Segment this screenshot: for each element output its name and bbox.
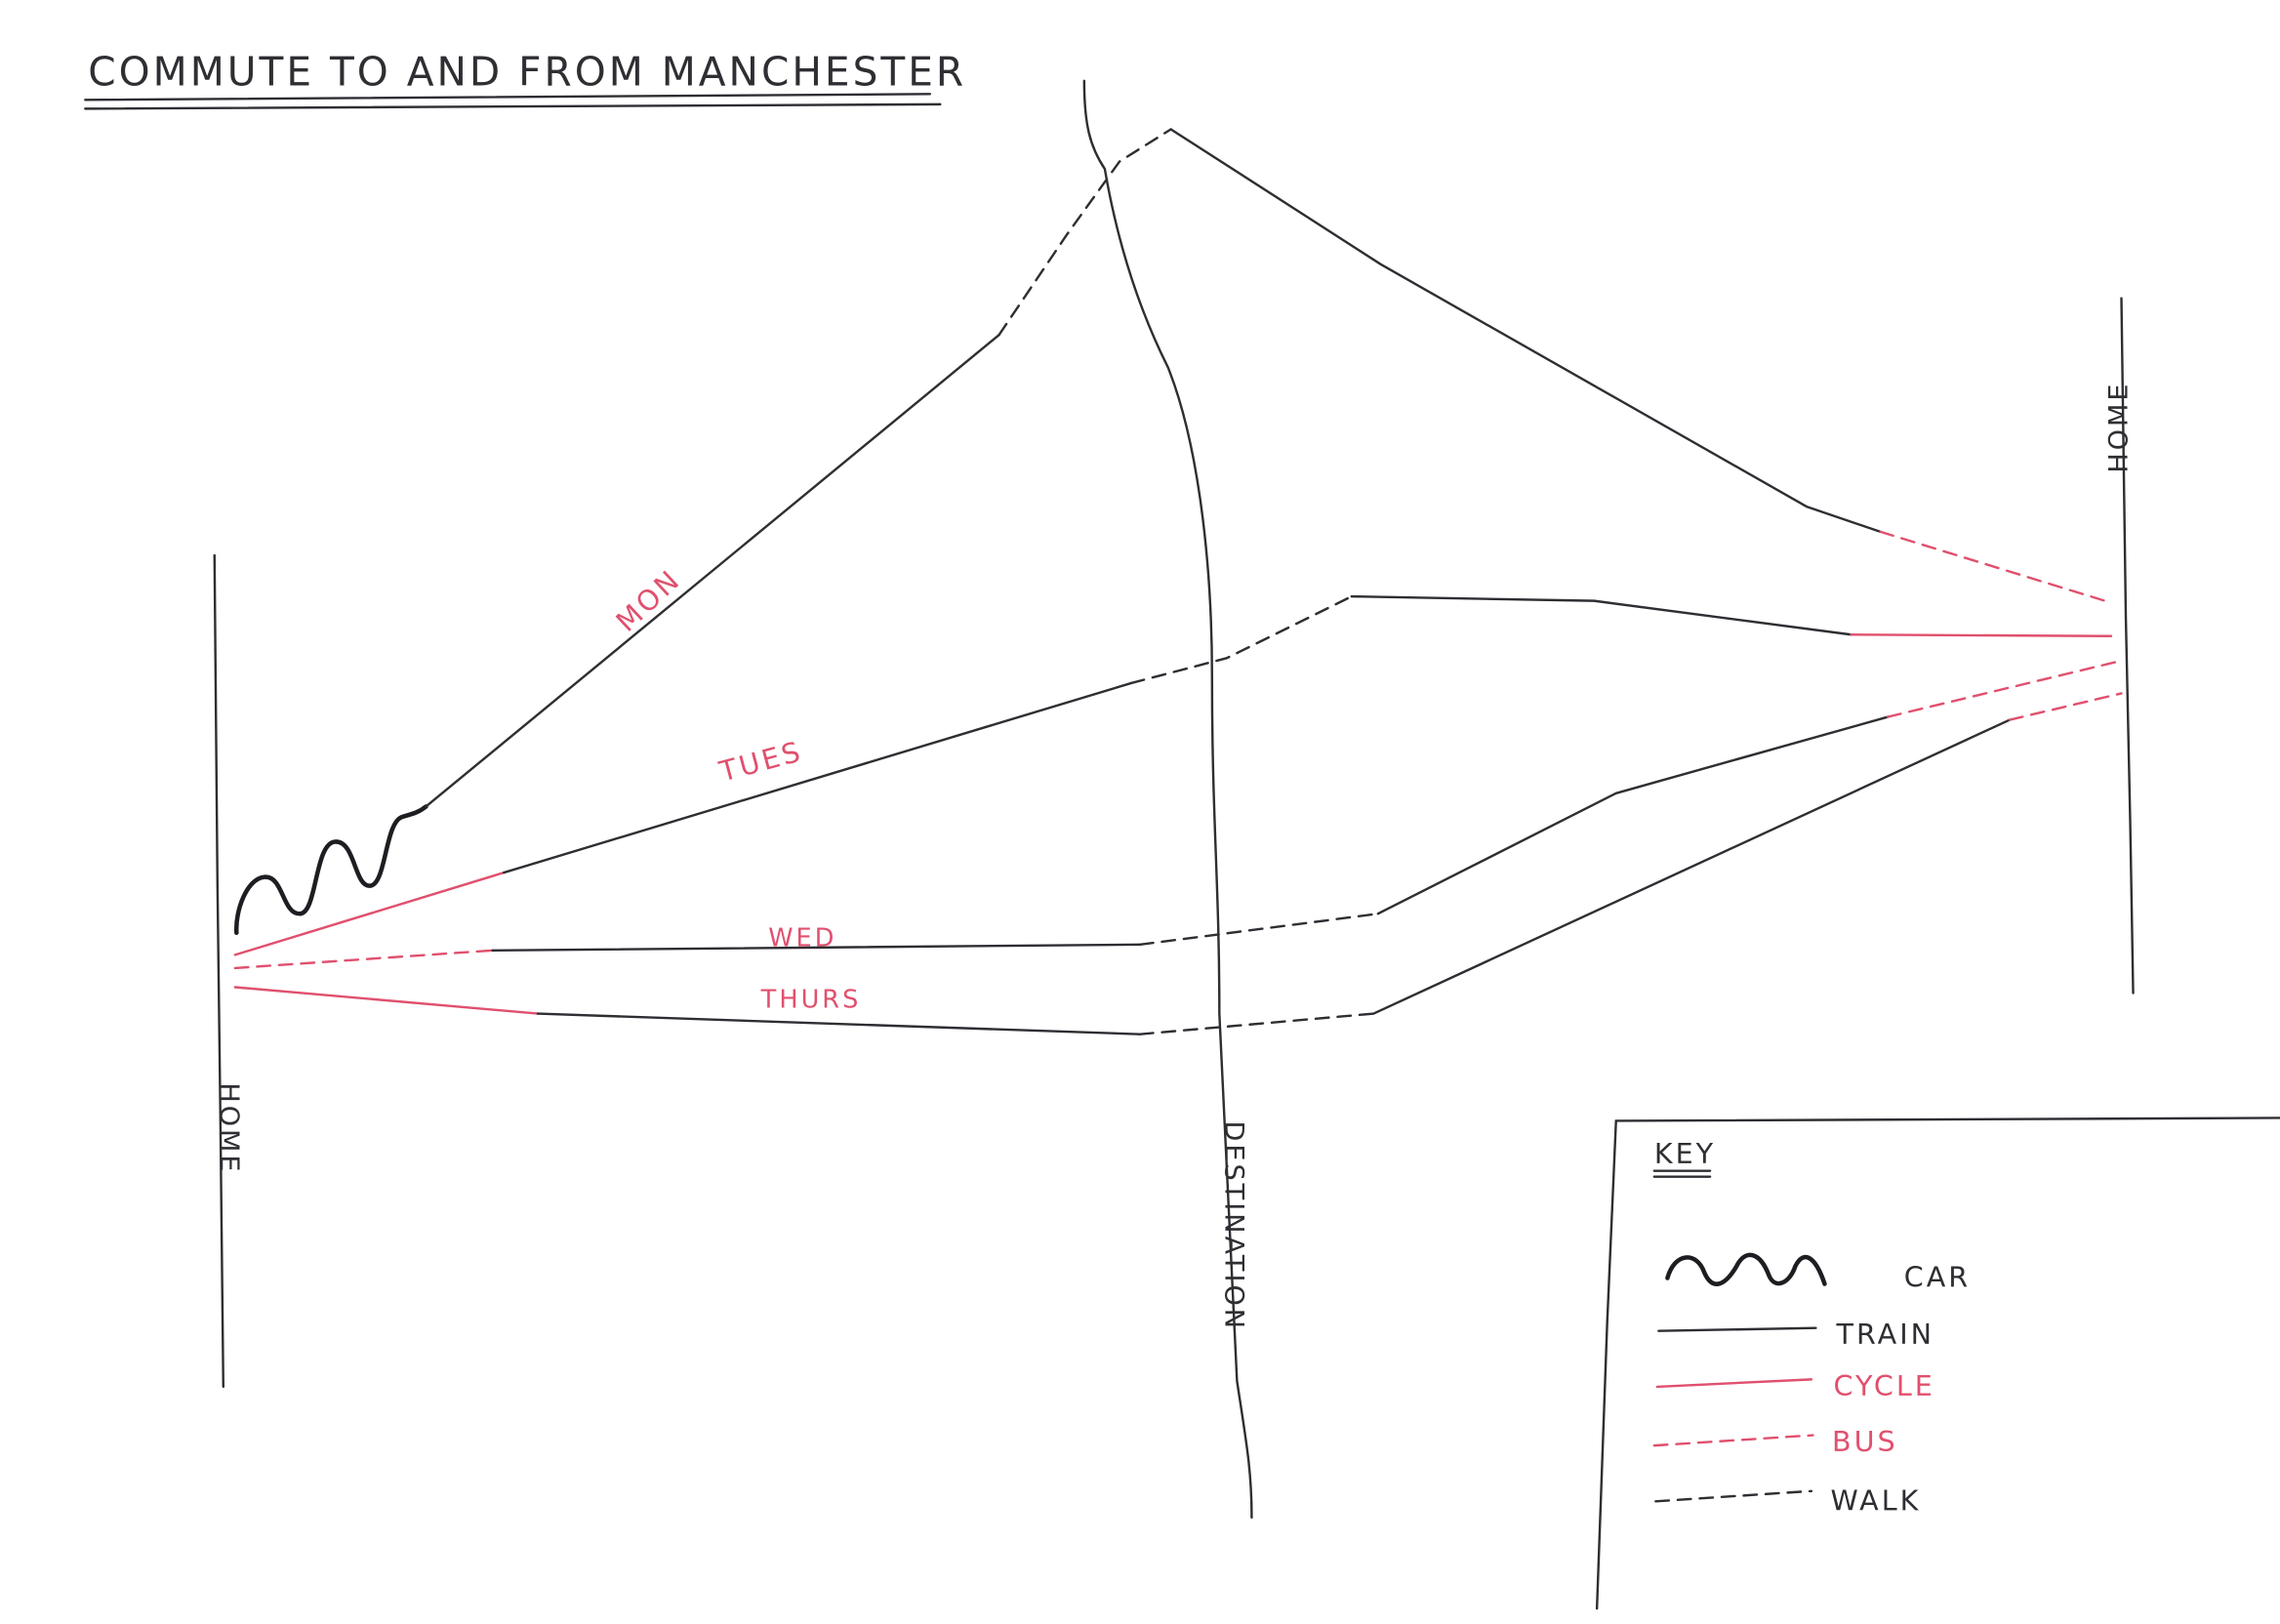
key-heading: KEY [1654,1137,1716,1170]
wed-train-out [491,943,1142,953]
title-underline [84,93,931,102]
thurs-walk [1138,1012,1375,1035]
mon-bus-back [1879,530,2111,604]
thurs-train-out [536,1012,1142,1035]
thurs-bus-back [2008,692,2123,721]
destination-label: DESTINATION [1218,1120,1248,1331]
home-right-label: HOME [2104,381,2135,472]
key-cycle-line [1655,1378,1813,1389]
wed-bus-out [233,949,494,970]
key-border-top [1614,1116,2280,1122]
mon-train-out [425,333,1000,808]
home-left-label: HOME [214,1082,244,1174]
destination-axis [1082,79,1253,1520]
tues-walk [1129,594,1353,685]
wed-bus-back [1886,660,2122,718]
key-legend: KEY CAR TRAIN CYCLE BUS WALK [1595,1116,2280,1610]
mon-walk [998,128,1172,337]
home-left-axis [213,553,224,1389]
wed-walk [1138,913,1380,947]
key-car-icon [1665,1252,1827,1286]
key-train-line [1657,1326,1817,1332]
home-right-axis [2120,297,2135,995]
key-walk-label: WALK [1830,1483,1921,1517]
thurs-train-back [1372,718,2012,1015]
key-border-left [1595,1119,1617,1610]
label-wed: WED [768,923,836,953]
key-bus-label: BUS [1832,1425,1898,1458]
title-underline-2 [84,102,942,110]
tues-cycle-back [1850,633,2113,637]
key-bus-line [1652,1434,1814,1447]
thurs-cycle-out [233,986,540,1015]
title: COMMUTE TO AND FROM MANCHESTER [88,48,966,95]
wed-train-back [1376,715,1890,915]
tues-train-back [1350,594,1852,636]
key-car-label: CAR [1904,1261,1971,1294]
label-tues: TUES [715,734,806,789]
key-walk-line [1654,1489,1813,1503]
key-cycle-label: CYCLE [1833,1369,1934,1402]
key-train-label: TRAIN [1835,1318,1934,1351]
tues-train-out [503,681,1133,874]
tues-cycle-out [233,871,506,956]
mon-car-segment [234,804,428,936]
mon-train-back [1169,128,1882,534]
label-thurs: THURS [760,986,862,1015]
